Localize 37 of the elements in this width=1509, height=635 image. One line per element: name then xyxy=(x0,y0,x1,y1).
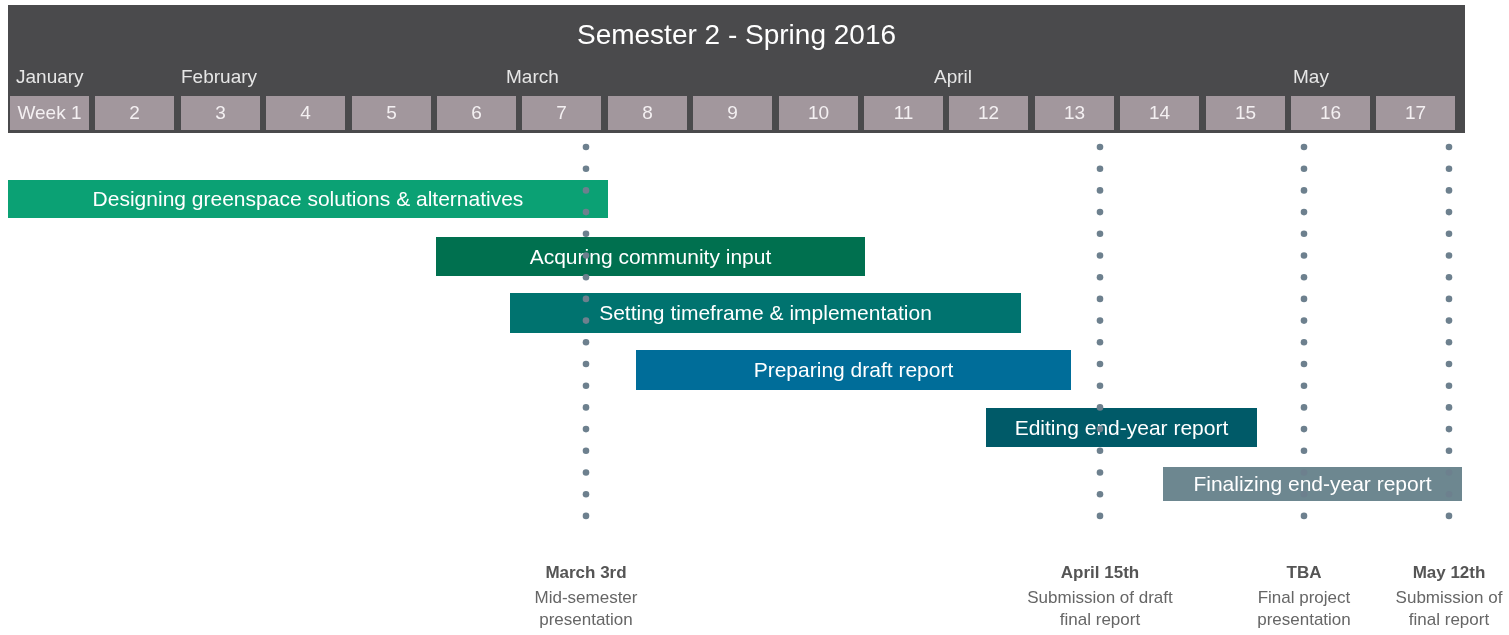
milestone-date: TBA xyxy=(1285,563,1323,583)
milestone-date: April 15th xyxy=(1059,563,1141,583)
milestone-date: May 12th xyxy=(1411,563,1487,583)
task-bar: Editing end-year report xyxy=(986,408,1257,447)
week-cell: 2 xyxy=(95,96,174,130)
week-cell: 9 xyxy=(693,96,772,130)
milestone-date: March 3rd xyxy=(544,563,628,583)
week-cell: 3 xyxy=(181,96,260,130)
week-cell: 7 xyxy=(522,96,601,130)
task-bar: Setting timeframe & implementation xyxy=(510,293,1021,333)
milestone-description: Submission of final report xyxy=(1394,587,1504,631)
milestone-description: Submission of draft final report xyxy=(1026,587,1174,631)
month-label: January xyxy=(16,66,84,88)
week-cell: 11 xyxy=(864,96,943,130)
week-cell: 17 xyxy=(1376,96,1455,130)
week-cell: 8 xyxy=(608,96,687,130)
week-cell: 6 xyxy=(437,96,516,130)
month-label: February xyxy=(181,66,258,88)
week-cell: Week 1 xyxy=(10,96,89,130)
week-cell: 10 xyxy=(779,96,858,130)
week-cell: 16 xyxy=(1291,96,1370,130)
task-bar: Finalizing end-year report xyxy=(1163,467,1462,501)
week-cell: 12 xyxy=(949,96,1028,130)
week-cell: 13 xyxy=(1035,96,1114,130)
week-cell: 5 xyxy=(352,96,431,130)
title: Semester 2 - Spring 2016 xyxy=(575,18,898,52)
month-label: May xyxy=(1293,66,1329,88)
task-bar: Acquring community input xyxy=(436,237,865,276)
week-cell: 4 xyxy=(266,96,345,130)
milestone-description: Mid-semester presentation xyxy=(533,587,639,631)
week-cell: 14 xyxy=(1120,96,1199,130)
month-label: March xyxy=(506,66,559,88)
week-cell: 15 xyxy=(1206,96,1285,130)
milestone-description: Final project presentation xyxy=(1256,587,1352,631)
task-bar: Designing greenspace solutions & alternatives xyxy=(8,180,608,218)
task-bar: Preparing draft report xyxy=(636,350,1071,390)
month-label: April xyxy=(934,66,972,88)
